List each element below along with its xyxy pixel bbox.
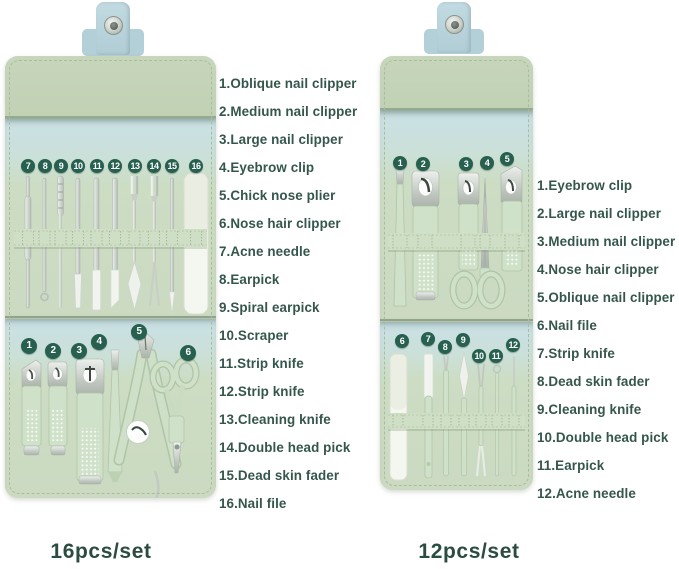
tool-number-badge: 9 <box>456 333 470 347</box>
tool-number-badge: 4 <box>480 156 494 170</box>
right-kit-case: 1 2 3 4 5 6 7 8 9 10 11 12 <box>380 56 533 490</box>
tool-number-badge: 12 <box>506 338 520 352</box>
snap-button-icon <box>445 15 464 34</box>
list-item: 5.Oblique nail clipper <box>537 289 675 305</box>
elastic-band <box>388 413 525 431</box>
stitching <box>9 60 212 494</box>
tool-number-badge: 1 <box>393 156 407 170</box>
list-item: 9.Spiral earpick <box>219 299 320 315</box>
panel-seam <box>5 316 216 318</box>
left-kit-flap <box>5 56 216 118</box>
left-pcs-label: 16pcs/set <box>50 540 152 563</box>
tool-number-badge: 6 <box>395 334 409 348</box>
list-item: 11.Strip knife <box>219 355 304 371</box>
elastic-band <box>14 229 207 249</box>
list-item: 3.Large nail clipper <box>219 131 344 147</box>
tool-number-badge: 10 <box>472 349 486 363</box>
right-parts-list: 1.Eyebrow clip 2.Large nail clipper 3.Me… <box>537 171 675 507</box>
strip-knife-2-tool <box>110 177 120 309</box>
oblique-nail-clipper-tool <box>21 359 42 456</box>
tool-number-badge: 1 <box>21 338 37 354</box>
left-kit-case: 7 8 9 10 11 12 13 14 15 16 1 2 3 4 5 6 <box>5 56 216 498</box>
large-nail-clipper-tool <box>411 170 440 301</box>
list-item: 15.Dead skin fader <box>219 467 340 483</box>
tool-number-badge: 4 <box>91 334 107 350</box>
list-item: 4.Eyebrow clip <box>219 159 315 175</box>
list-item: 16.Nail file <box>219 495 287 511</box>
right-kit-tools <box>388 165 525 481</box>
tool-number-badge: 9 <box>54 159 68 173</box>
list-item: 10.Scraper <box>219 327 289 343</box>
tool-number-badge: 2 <box>416 157 430 171</box>
scraper-tool <box>74 177 82 309</box>
list-item: 13.Cleaning knife <box>219 411 331 427</box>
list-item: 7.Acne needle <box>219 243 311 259</box>
left-kit-tools <box>14 172 209 498</box>
list-item: 12.Strip knife <box>219 383 305 399</box>
tool-number-badge: 2 <box>45 343 61 359</box>
tool-number-badge: 11 <box>489 349 503 363</box>
medium-nail-clipper-tool <box>47 361 68 456</box>
elastic-band <box>388 233 525 252</box>
chick-nose-plier-tool <box>113 331 182 498</box>
tool-number-badge: 12 <box>108 159 122 173</box>
tool-number-badge: 7 <box>421 332 435 346</box>
list-item: 7.Strip knife <box>537 345 615 361</box>
list-item: 2.Medium nail clipper <box>219 103 358 119</box>
left-kit-top-panel <box>5 118 216 317</box>
tool-number-badge: 3 <box>459 157 473 171</box>
list-item: 8.Dead skin fader <box>537 373 650 389</box>
list-item: 4.Nose hair clipper <box>537 261 659 277</box>
large-nail-clipper-tool <box>75 358 105 485</box>
tool-number-badge: 8 <box>38 159 52 173</box>
tool-number-badge: 5 <box>500 152 514 166</box>
tool-number-badge: 14 <box>147 159 161 173</box>
strip-knife-tool <box>92 177 101 311</box>
list-item: 2.Large nail clipper <box>537 205 662 221</box>
stitching <box>384 60 529 486</box>
list-item: 8.Earpick <box>219 271 280 287</box>
tool-number-badge: 5 <box>131 324 147 340</box>
tool-number-badge: 16 <box>189 159 203 173</box>
list-item: 5.Chick nose plier <box>219 187 336 203</box>
list-item: 11.Earpick <box>537 457 605 473</box>
list-item: 14.Double head pick <box>219 439 351 455</box>
tool-number-badge: 6 <box>180 345 196 361</box>
list-item: 10.Double head pick <box>537 429 669 445</box>
tool-number-badge: 10 <box>71 159 85 173</box>
acne-needle-tool <box>511 356 517 477</box>
nail-file-tool <box>389 353 408 481</box>
tool-number-badge: 7 <box>21 159 35 173</box>
snap-button-icon <box>104 16 123 35</box>
list-item: 3.Medium nail clipper <box>537 233 676 249</box>
list-item: 6.Nose hair clipper <box>219 215 341 231</box>
tool-number-badge: 11 <box>90 159 104 173</box>
list-item: 9.Cleaning knife <box>537 401 642 417</box>
list-item: 6.Nail file <box>537 317 597 333</box>
tool-number-badge: 3 <box>71 343 87 359</box>
left-parts-list: 1.Oblique nail clipper 2.Medium nail cli… <box>219 69 357 517</box>
tool-number-badge: 13 <box>128 159 142 173</box>
panel-seam <box>380 319 533 321</box>
tool-number-badge: 8 <box>438 340 452 354</box>
right-pcs-label: 12pcs/set <box>418 540 520 563</box>
list-item: 1.Oblique nail clipper <box>219 75 357 91</box>
right-kit-flap <box>380 56 533 110</box>
list-item: 1.Eyebrow clip <box>537 177 633 193</box>
tool-number-badge: 15 <box>165 159 179 173</box>
list-item: 12.Acne needle <box>537 485 636 501</box>
